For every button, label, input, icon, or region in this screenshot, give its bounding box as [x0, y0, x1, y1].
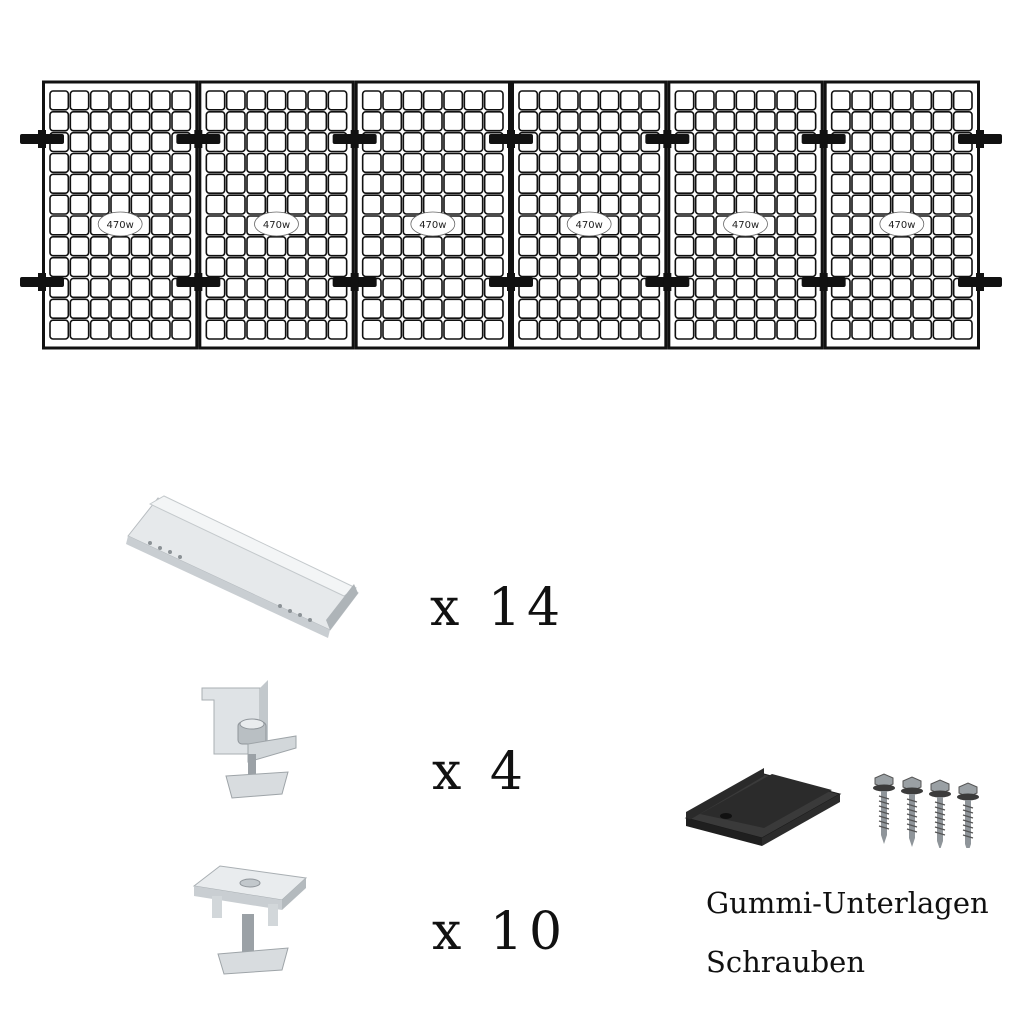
wattage-badge	[723, 211, 768, 237]
wattage-badge	[566, 211, 612, 237]
solar-panel: 470w	[667, 80, 824, 350]
solar-panel: 470w	[823, 80, 981, 350]
wattage-label: 470w	[419, 220, 446, 231]
wattage-badge	[97, 211, 143, 237]
wattage-label: 470w	[107, 220, 134, 231]
wattage-badge	[879, 211, 925, 237]
wattage-badge	[254, 211, 299, 237]
rubber-pads-image	[684, 768, 842, 846]
screws-label: Schrauben	[706, 945, 866, 979]
screw	[929, 779, 951, 848]
mounting-rail-quantity: x 14	[430, 578, 567, 638]
wattage-label: 470w	[576, 220, 603, 231]
screws-image	[873, 773, 979, 848]
wattage-label: 470w	[732, 220, 759, 231]
screw	[873, 773, 895, 844]
wattage-label: 470w	[263, 220, 290, 231]
middle-clamp-image	[192, 865, 308, 975]
mounting-rail-image	[126, 495, 359, 638]
end-clamp-quantity: x 4	[432, 742, 529, 802]
screw	[957, 782, 979, 848]
end-clamp-image	[201, 680, 297, 799]
solar-panel: 470w	[354, 80, 511, 350]
solar-panel: 470w	[198, 80, 355, 350]
solar-panel: 470w	[511, 80, 668, 350]
screw	[901, 776, 923, 847]
wattage-badge	[410, 211, 456, 237]
wattage-label: 470w	[888, 220, 915, 231]
middle-clamp-quantity: x 10	[432, 902, 569, 962]
solar-panel-array: 470w 470w 470w 470w 470w 470w	[20, 80, 1002, 350]
solar-panel: 470w	[42, 80, 199, 350]
rubber-pads-label: Gummi-Unterlagen	[706, 886, 989, 920]
